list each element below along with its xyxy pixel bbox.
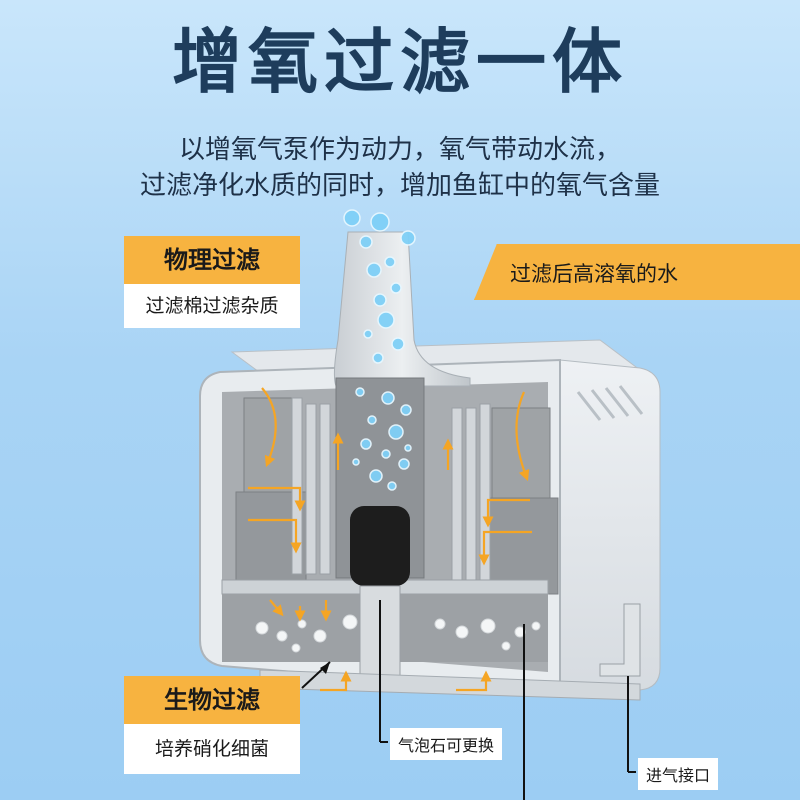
airstone-callout: 气泡石可更换 [390, 728, 503, 760]
physical-filter-desc: 过滤棉过滤杂质 [124, 284, 300, 328]
left-comb [291, 397, 331, 575]
bio-filter-title: 生物过滤 [124, 676, 300, 724]
bubbles [343, 209, 416, 491]
air-inlet-pipe [599, 603, 641, 677]
subtitle-line-1: 以增氧气泵作为动力，氧气带动水流， [178, 135, 621, 165]
flow-arrows [248, 387, 532, 692]
physical-filter-title: 物理过滤 [124, 236, 300, 284]
air-inlet-callout: 进气接口 [638, 758, 719, 790]
bio-balls [255, 614, 541, 653]
bio-pointer [320, 662, 330, 674]
oxygen-water-label: 过滤后高溶氧的水 [510, 262, 678, 286]
oxygen-water-ribbon: 过滤后高溶氧的水 [474, 244, 800, 300]
subtitle-line-2: 过滤净化水质的同时，增加鱼缸中的氧气含量 [139, 171, 660, 201]
air-stone [350, 506, 410, 586]
bio-filter-desc: 培养硝化细菌 [124, 724, 300, 774]
housing-right [559, 359, 661, 695]
vent-slits [576, 385, 644, 421]
leader-lines [301, 600, 636, 800]
page-title: 增氧过滤一体 [172, 21, 628, 103]
